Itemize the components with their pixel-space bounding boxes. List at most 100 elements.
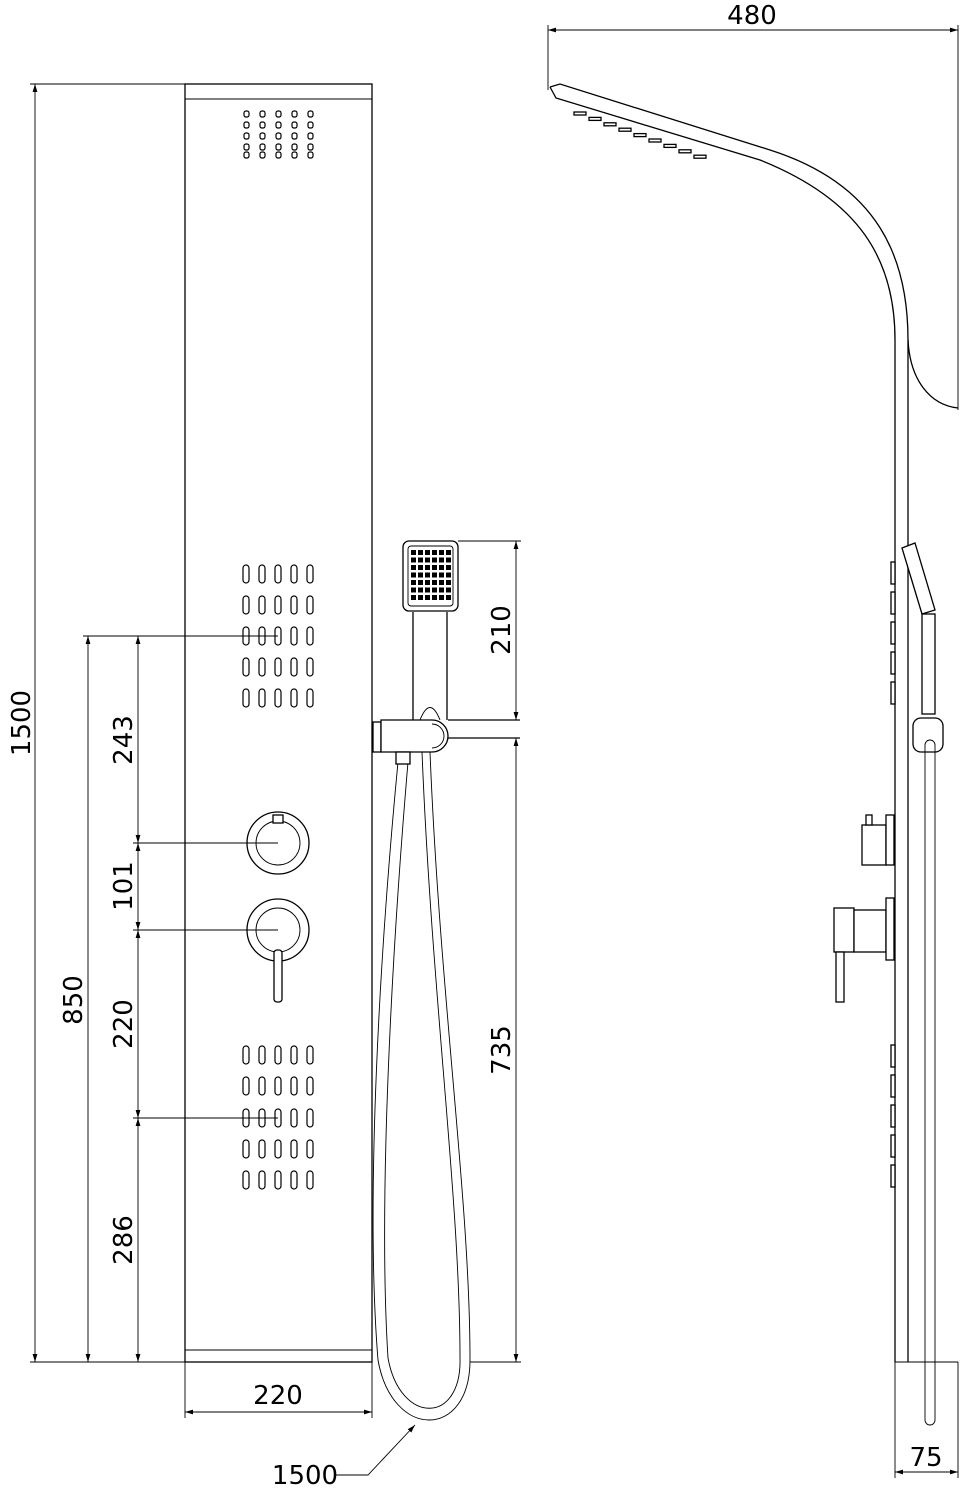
jet-slot xyxy=(306,595,314,615)
dim-lower-nozzle-to-floor: 286 xyxy=(109,1215,139,1265)
spray-hole xyxy=(418,572,423,578)
spray-hole xyxy=(432,565,437,570)
side-jet xyxy=(890,621,896,645)
side-jet xyxy=(890,1164,896,1188)
spray-hole xyxy=(418,580,423,585)
spray-hole xyxy=(432,550,437,555)
side-jet xyxy=(890,651,896,675)
jet-slot xyxy=(242,564,250,584)
spray-hole xyxy=(446,587,451,593)
jet-slot xyxy=(306,1045,314,1065)
spray-hole xyxy=(432,572,437,578)
spray-hole xyxy=(418,587,423,593)
spray-hole xyxy=(446,572,451,578)
top-nozzle-grid xyxy=(243,110,314,159)
spray-hole xyxy=(411,580,416,585)
dim-lower-height: 850 xyxy=(59,975,89,1025)
side-jet xyxy=(890,1044,896,1068)
spray-hole xyxy=(439,595,444,600)
nozzle-slot xyxy=(243,121,250,129)
nozzle-slot xyxy=(243,151,250,159)
jet-slot xyxy=(306,1170,314,1190)
jet-slot xyxy=(306,626,314,646)
nozzle-slot xyxy=(291,110,298,118)
jet-slot xyxy=(290,1139,298,1159)
jet-slot xyxy=(274,1076,282,1096)
jet-slot xyxy=(290,1108,298,1128)
side-jet xyxy=(890,681,896,705)
side-jet xyxy=(890,1074,896,1098)
jet-slot xyxy=(258,1170,266,1190)
dim-knob-to-lower-nozzle: 220 xyxy=(109,999,139,1049)
nozzle-slot xyxy=(243,143,250,151)
spray-hole xyxy=(425,587,430,593)
spray-hole xyxy=(439,580,444,585)
overhead-nozzle xyxy=(663,143,677,149)
nozzle-slot xyxy=(291,151,298,159)
spray-hole xyxy=(425,565,430,570)
dim-upper-nozzle-to-knob: 243 xyxy=(109,715,139,765)
jet-slot xyxy=(290,1170,298,1190)
nozzle-slot xyxy=(307,121,314,129)
spray-hole xyxy=(425,580,430,585)
spray-hole xyxy=(411,572,416,578)
jet-slot xyxy=(306,657,314,677)
jet-slot xyxy=(274,688,282,708)
spray-hole xyxy=(425,595,430,600)
jet-slot xyxy=(274,564,282,584)
nozzle-slot xyxy=(275,121,282,129)
jet-slot xyxy=(274,657,282,677)
overhead-nozzle xyxy=(648,138,662,143)
nozzle-slot xyxy=(307,151,314,159)
nozzle-slot xyxy=(259,151,266,159)
jet-slot xyxy=(306,688,314,708)
side-view xyxy=(549,83,959,1426)
nozzle-slot xyxy=(275,151,282,159)
side-jet xyxy=(890,591,896,615)
front-panel xyxy=(184,83,373,1363)
nozzle-slot xyxy=(275,132,282,140)
dim-hand-shower-length: 210 xyxy=(487,605,517,655)
jet-slot xyxy=(274,595,282,615)
spray-hole xyxy=(418,550,423,555)
dim-total-height: 1500 xyxy=(7,690,37,756)
lower-body-jet-grid xyxy=(242,1045,314,1190)
overhead-nozzle xyxy=(573,111,587,116)
jet-slot xyxy=(242,595,250,615)
spray-hole xyxy=(432,595,437,600)
jet-slot xyxy=(258,688,266,708)
nozzle-slot xyxy=(259,110,266,118)
upper-body-jet-grid xyxy=(242,564,314,708)
overhead-nozzle xyxy=(633,132,647,138)
spray-hole xyxy=(439,587,444,593)
overhead-nozzle xyxy=(678,149,692,154)
jet-slot xyxy=(274,1045,282,1065)
side-jet xyxy=(890,1104,896,1128)
nozzle-slot xyxy=(243,110,250,118)
spray-hole xyxy=(439,557,444,563)
jet-slot xyxy=(290,1045,298,1065)
dim-overhead-projection: 480 xyxy=(727,1,777,31)
spray-hole xyxy=(411,557,416,563)
spray-hole xyxy=(425,572,430,578)
side-jet xyxy=(890,1134,896,1158)
nozzle-slot xyxy=(259,132,266,140)
nozzle-slot xyxy=(259,143,266,151)
hand-shower-spray-holes xyxy=(411,550,451,600)
jet-slot xyxy=(242,1076,250,1096)
nozzle-slot xyxy=(291,132,298,140)
jet-slot xyxy=(306,1139,314,1159)
jet-slot xyxy=(242,657,250,677)
jet-slot xyxy=(306,1076,314,1096)
nozzle-slot xyxy=(307,143,314,151)
spray-hole xyxy=(425,557,430,563)
dimension-lines xyxy=(30,25,959,1478)
jet-slot xyxy=(258,657,266,677)
jet-slot xyxy=(258,1076,266,1096)
overhead-nozzle xyxy=(693,154,707,159)
dim-holder-height: 735 xyxy=(487,1025,517,1075)
jet-slot xyxy=(290,1076,298,1096)
jet-slot xyxy=(290,626,298,646)
jet-slot xyxy=(274,1139,282,1159)
jet-slot xyxy=(306,564,314,584)
